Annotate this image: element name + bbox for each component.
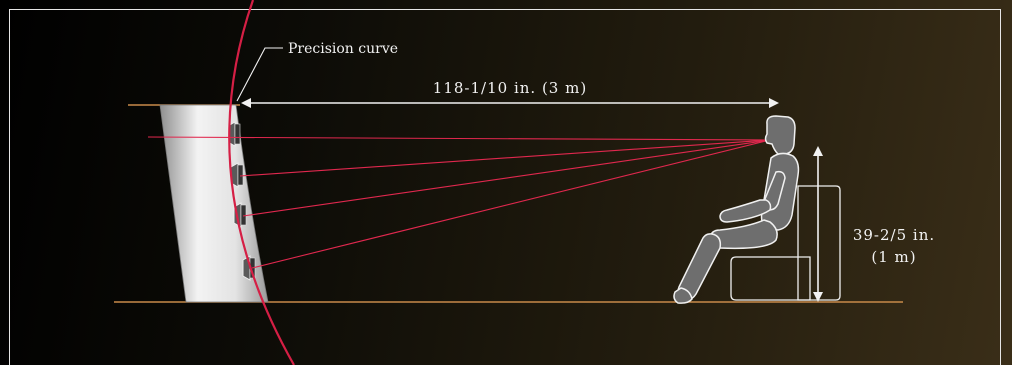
precision-curve-label: Precision curve: [288, 41, 398, 57]
chair-icon: [730, 185, 841, 301]
sightline: [251, 139, 771, 269]
eye-height-label-line1: 39-2/5 in.: [853, 226, 935, 244]
sightline: [147, 136, 771, 141]
precision-curve-leader: [236, 47, 283, 102]
sightline: [239, 139, 771, 177]
sightline: [242, 139, 771, 217]
seated-person-icon: [673, 115, 800, 304]
eye-height-label-line2: (1 m): [871, 248, 916, 266]
diagram-frame: [9, 9, 1001, 365]
speaker-icon: [230, 162, 244, 188]
viewing-distance-label: 118-1/10 in. (3 m): [433, 79, 587, 97]
sightlines: [147, 136, 771, 269]
speaker-column: [159, 104, 269, 303]
precision-curve-arc: [228, 0, 295, 365]
